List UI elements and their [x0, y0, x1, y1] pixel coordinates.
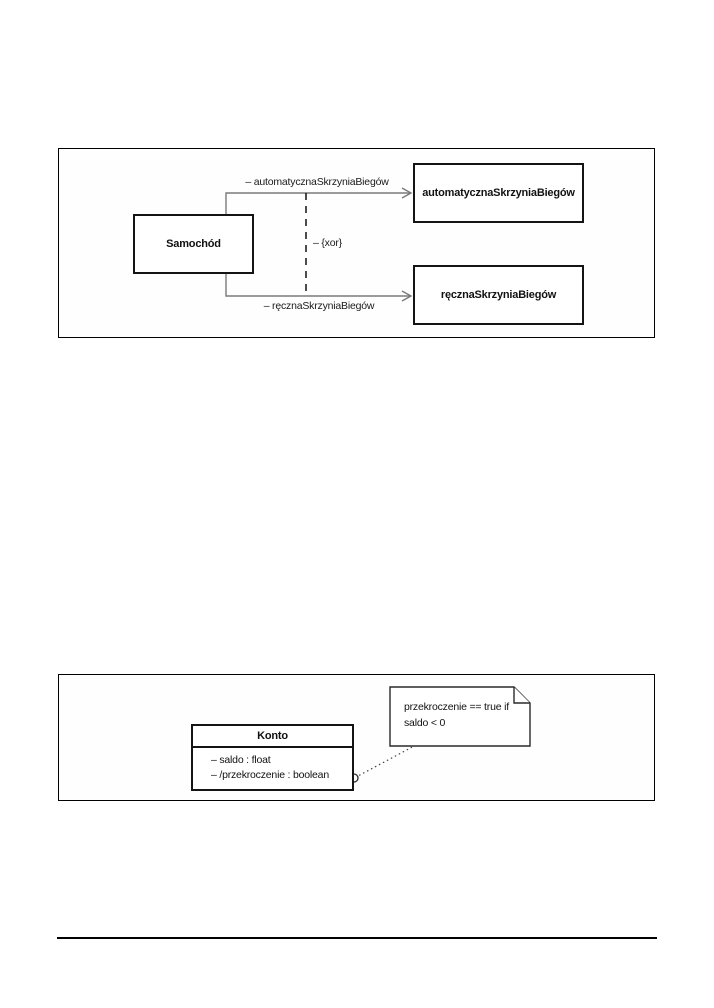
attribute-compartment: – saldo : float – /przekroczenie : boole… [193, 748, 352, 783]
class-name-automatyczna-skrzynia: automatycznaSkrzyniaBiegów [422, 187, 575, 199]
note-line-1: przekroczenie == true if [404, 701, 509, 713]
class-box-konto: Konto – saldo : float – /przekroczenie :… [191, 724, 354, 791]
figure-xor-association: Samochód automatycznaSkrzyniaBiegów ręcz… [58, 148, 655, 338]
class-name-samochod: Samochód [166, 238, 221, 250]
attribute-saldo: – saldo : float [211, 754, 271, 766]
class-name-reczna-skrzynia: ręcznaSkrzyniaBiegów [440, 289, 557, 301]
note-anchor-line [357, 744, 417, 777]
class-box-samochod: Samochód [133, 214, 254, 274]
class-name-konto: Konto [193, 726, 352, 748]
arrowhead-automatic-icon [401, 187, 413, 199]
role-label-automatic: – automatycznaSkrzyniaBiegów [245, 176, 389, 188]
note-line-2: saldo < 0 [404, 717, 446, 729]
arrowhead-manual-icon [401, 290, 413, 302]
class-box-reczna-skrzynia: ręcznaSkrzyniaBiegów [413, 265, 584, 325]
uml-note-text: przekroczenie == true if saldo < 0 [404, 699, 526, 731]
page-footer-rule [57, 937, 657, 939]
association-automatic-line [225, 192, 410, 214]
attribute-przekroczenie: – /przekroczenie : boolean [211, 769, 329, 781]
note-anchor-graphic [349, 686, 531, 783]
figure-derived-attribute: Konto – saldo : float – /przekroczenie :… [58, 674, 655, 801]
association-manual-line [225, 274, 410, 297]
class-box-automatyczna-skrzynia: automatycznaSkrzyniaBiegów [413, 163, 584, 223]
role-label-manual: – ręcznaSkrzyniaBiegów [263, 300, 375, 312]
xor-constraint-label: – {xor} [313, 237, 342, 249]
